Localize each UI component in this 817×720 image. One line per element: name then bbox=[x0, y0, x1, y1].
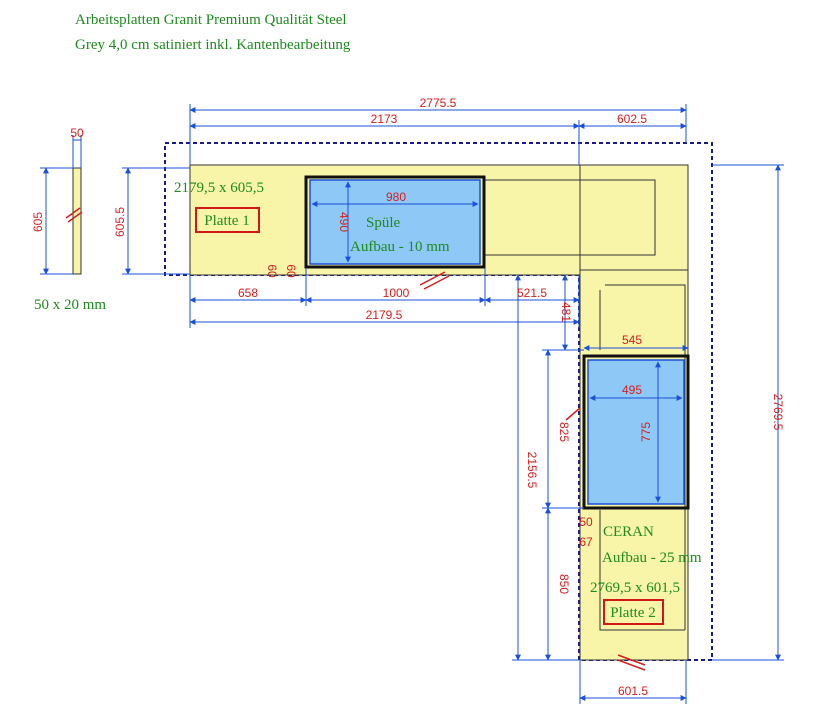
dim-strip-height: 605 bbox=[31, 212, 45, 232]
dim-vert-850: 850 bbox=[557, 574, 571, 594]
cooktop-aufbau: Aufbau - 25 mm bbox=[602, 550, 702, 566]
grain-mark-strip bbox=[65, 207, 81, 219]
dim-top-right: 602.5 bbox=[617, 112, 647, 126]
grain-mark-strip-2 bbox=[67, 211, 83, 223]
cooktop-label: CERAN bbox=[603, 524, 654, 540]
dim-bottom-total: 2179.5 bbox=[366, 308, 403, 322]
platte2-label: Platte 2 bbox=[610, 605, 655, 621]
dim-vert-2769: 2769.5 bbox=[771, 394, 785, 431]
grain-mark-3 bbox=[617, 654, 646, 666]
platte1-label-box bbox=[195, 207, 260, 233]
title-line-2: Grey 4,0 cm satiniert inkl. Kantenbearbe… bbox=[75, 37, 351, 53]
dim-offset-481: 481 bbox=[559, 302, 573, 322]
platte1-label: Platte 1 bbox=[204, 213, 249, 229]
dim-vert-825: 825 bbox=[557, 422, 571, 442]
grain-mark-3b bbox=[617, 659, 646, 671]
dim-vert-2156: 2156.5 bbox=[525, 452, 539, 489]
dim-left-offset: 658 bbox=[238, 286, 258, 300]
cooktop-cutout bbox=[587, 359, 685, 505]
dim-cooktop-cutout-h: 775 bbox=[639, 422, 653, 442]
sink-aufbau: Aufbau - 10 mm bbox=[350, 239, 450, 255]
title-line-1: Arbeitsplatten Granit Premium Qualität S… bbox=[75, 12, 347, 28]
cooktop-cutout-outer bbox=[582, 354, 690, 510]
dimension-lines bbox=[40, 104, 784, 704]
edge-strip bbox=[72, 167, 82, 275]
platte2-label-box bbox=[603, 599, 664, 625]
dim-sink-cutout-w: 980 bbox=[386, 190, 406, 204]
dim-sink-width: 1000 bbox=[383, 286, 410, 300]
platte2-size: 2769,5 x 601,5 bbox=[590, 580, 680, 596]
sink-cutout bbox=[309, 179, 481, 265]
dim-top-left: 2173 bbox=[371, 112, 398, 126]
cabinet-lines bbox=[485, 179, 686, 631]
dim-small-d: 67 bbox=[579, 535, 593, 549]
dim-step-small: 521.5 bbox=[517, 286, 547, 300]
grain-mark-1b bbox=[423, 275, 450, 290]
dim-p1-depth: 605.5 bbox=[113, 207, 127, 237]
sink-label: Spüle bbox=[366, 215, 401, 231]
dim-cooktop-cutout-w: 495 bbox=[622, 383, 642, 397]
dim-sink-cutout-h: 490 bbox=[337, 212, 351, 232]
corner-block bbox=[579, 164, 689, 274]
platte1-size: 2179,5 x 605,5 bbox=[174, 180, 264, 196]
dim-small-c: 50 bbox=[579, 515, 593, 529]
dim-small-a: 60 bbox=[265, 264, 279, 278]
grain-mark-1 bbox=[419, 271, 446, 286]
dim-bottom-p2: 601.5 bbox=[618, 684, 648, 698]
dim-strip-width: 50 bbox=[70, 126, 84, 140]
strip-size-label: 50 x 20 mm bbox=[34, 297, 106, 313]
dim-small-b: 60 bbox=[284, 264, 298, 278]
grain-mark-2 bbox=[565, 407, 581, 421]
drawing-title: Arbeitsplatten Granit Premium Qualität S… bbox=[75, 8, 350, 58]
dim-overall-top: 2775.5 bbox=[420, 96, 457, 110]
dim-cooktop-outer-w: 545 bbox=[622, 333, 642, 347]
sink-cutout-outer bbox=[304, 175, 486, 269]
